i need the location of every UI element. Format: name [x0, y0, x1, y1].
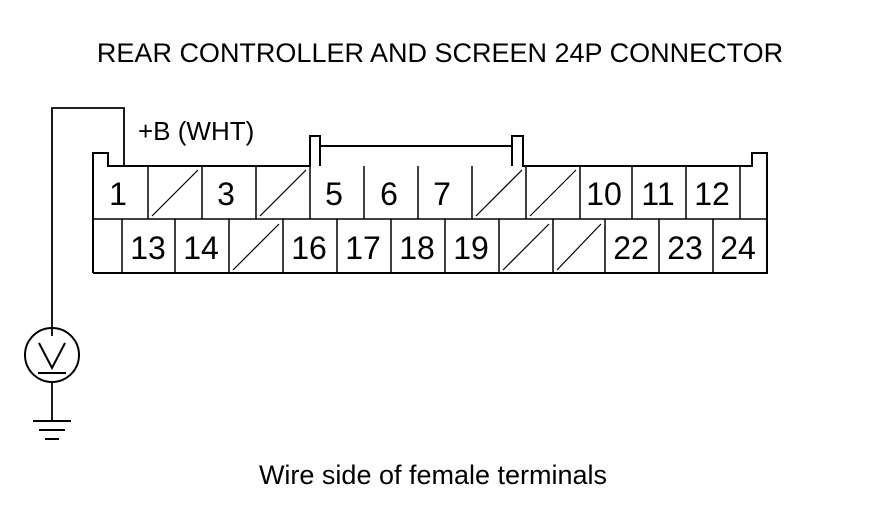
- pin-label: 24: [720, 230, 756, 266]
- pin-label: 1: [109, 176, 127, 212]
- pin-label: 22: [613, 230, 649, 266]
- pin-label: 17: [345, 230, 381, 266]
- pin-label: 7: [433, 176, 451, 212]
- probe-wire: [51, 107, 125, 336]
- pin-label: 23: [667, 230, 703, 266]
- ground-icon: [33, 420, 71, 440]
- empty-cavity-marks: [151, 169, 602, 271]
- pin-label: 11: [641, 176, 674, 212]
- top-pin-labels: 1 3 5 6 7 10 11 12: [109, 176, 730, 212]
- pin-label: 6: [380, 176, 398, 212]
- pin-label: 12: [694, 176, 730, 212]
- pin-label: 5: [325, 176, 343, 212]
- pin-label: 16: [291, 230, 327, 266]
- connector-body: [92, 135, 768, 274]
- pin-label: 18: [399, 230, 435, 266]
- pin-label: 19: [453, 230, 489, 266]
- pin-label: 13: [130, 230, 166, 266]
- top-pin-row: [93, 166, 767, 220]
- probe-label: +B (WHT): [138, 116, 254, 146]
- voltmeter-icon: [24, 327, 80, 383]
- diagram-caption: Wire side of female terminals: [259, 460, 607, 490]
- pin-label: 3: [217, 176, 235, 212]
- bottom-pin-row: [121, 219, 714, 273]
- bottom-pin-labels: 13 14 16 17 18 19 22 23 24: [130, 230, 756, 266]
- pin-label: 14: [183, 230, 219, 266]
- pin-label: 10: [586, 176, 622, 212]
- diagram-title: REAR CONTROLLER AND SCREEN 24P CONNECTOR: [97, 38, 783, 68]
